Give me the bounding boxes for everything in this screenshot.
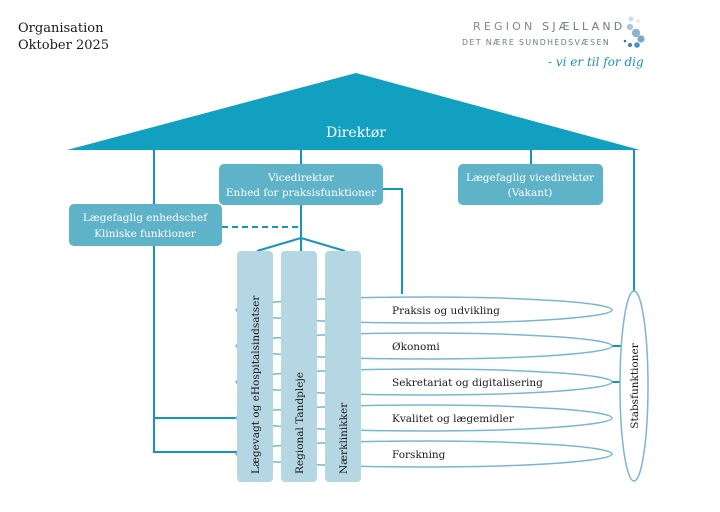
medical-vicedirector-box[interactable]: Lægefaglig vicedirektør (Vakant)	[458, 164, 603, 205]
logo-region-name: REGION SJÆLLAND	[473, 20, 625, 33]
logo-slogan: - vi er til for dig	[548, 55, 644, 69]
pillar-label: Lægevagt og eHospitalsindsatser	[250, 295, 262, 474]
logo-tagline: DET NÆRE SUNDHEDSVÆSEN	[462, 38, 611, 47]
pillar-unit[interactable]: Lægevagt og eHospitalsindsatser	[237, 251, 273, 482]
logo-region-word: REGION	[473, 20, 543, 33]
staff-functions-ellipse[interactable]: Stabsfunktioner	[619, 290, 649, 482]
line-to-pillar-1	[256, 237, 302, 252]
vicedirector-unit: Enhed for praksisfunktioner	[226, 187, 377, 199]
line-to-pillar-3	[300, 237, 346, 252]
medical-vicedirector-title: Lægefaglig vicedirektør	[466, 172, 595, 184]
vicedirector-title: Vicedirektør	[267, 172, 335, 184]
function-label: Økonomi	[392, 341, 440, 353]
staff-functions-label: Stabsfunktioner	[629, 342, 641, 428]
vicedirector-box[interactable]: Vicedirektør Enhed for praksisfunktioner	[219, 164, 383, 205]
logo-sjaelland-word: SJÆLLAND	[542, 20, 626, 33]
pillars: Lægevagt og eHospitalsindsatser Regional …	[237, 251, 361, 482]
function-label: Forskning	[392, 449, 446, 461]
pillar-box	[325, 251, 361, 482]
header-date: Oktober 2025	[18, 38, 110, 53]
line-vicedir-to-praksis	[383, 188, 403, 294]
header-title: Organisation	[18, 21, 104, 36]
logo-dots-icon	[623, 16, 645, 48]
function-label: Kvalitet og lægemidler	[392, 413, 515, 425]
pillar-label: Regional Tandpleje	[294, 372, 306, 474]
director-roof[interactable]	[67, 73, 640, 150]
clinical-chief-unit: Kliniske funktioner	[94, 228, 197, 240]
page-header: Organisation Oktober 2025	[18, 20, 109, 54]
medical-vicedirector-status: (Vakant)	[508, 187, 553, 199]
pillar-box	[237, 251, 273, 482]
function-label: Praksis og udvikling	[392, 305, 500, 317]
clinical-chief-box[interactable]: Lægefaglig enhedschef Kliniske funktione…	[69, 204, 222, 246]
pillar-box	[281, 251, 317, 482]
line-chief-to-functions	[153, 246, 238, 453]
function-label: Sekretariat og digitalisering	[392, 377, 543, 389]
clinical-chief-title: Lægefaglig enhedschef	[83, 212, 208, 224]
pillar-label: Nærklinikker	[338, 402, 350, 474]
pillar-unit[interactable]: Regional Tandpleje	[281, 251, 317, 482]
pillar-unit[interactable]: Nærklinikker	[325, 251, 361, 482]
director-label: Direktør	[326, 125, 386, 141]
